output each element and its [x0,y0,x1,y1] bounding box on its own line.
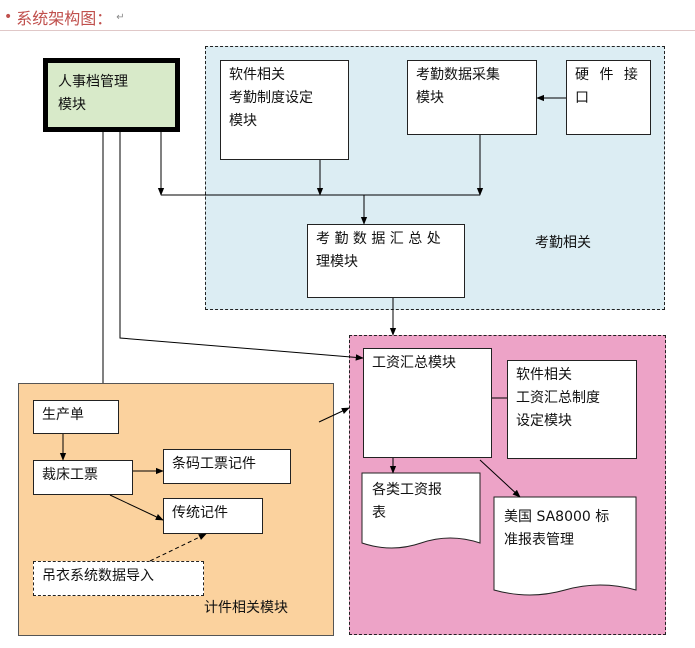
payroll-reports-document: 各类工资报 表 [372,482,442,521]
attendance-rule-module: 软件相关 考勤制度设定 模块 [220,60,349,160]
import-to-traditional-dashed-arrow [149,533,207,562]
attendance-summary-module: 考 勤 数 据 汇 总 处 理模块 [307,224,465,298]
hardware-interface-module: 硬 件 接 口 [566,60,651,135]
payroll-to-sa8000-arrow [479,459,521,498]
heading-rule [0,30,695,31]
piecework-region-label: 计件相关模块 [204,600,288,616]
hr-archive-module: 人事档管理 模块 [43,58,180,132]
attendance-collection-module: 考勤数据采集 模块 [407,60,537,135]
heading-text: 系统架构图： [16,9,113,28]
cutting-ticket-box: 裁床工票 [33,460,133,495]
attendance-region-label: 考勤相关 [535,235,591,251]
paragraph-mark: ↵ [116,11,125,23]
sa8000-report-document: 美国 SA8000 标 准报表管理 [504,509,610,548]
sa8000-document-shape [493,496,637,596]
payroll-rule-module: 软件相关 工资汇总制度 设定模块 [507,360,637,459]
heading-bullet: • [4,9,13,25]
piecework-to-payroll-arrow [318,407,350,423]
barcode-ticket-box: 条码工票记件 [163,449,291,484]
diagram-heading: • 系统架构图： ↵ [4,6,125,28]
hr-to-payroll-line [119,132,364,361]
cutting-to-traditional-arrow [109,494,164,521]
hanger-import-box: 吊衣系统数据导入 [33,561,204,596]
payroll-summary-module: 工资汇总模块 [363,348,492,458]
traditional-piecework-box: 传统记件 [163,498,263,534]
production-order-box: 生产单 [33,400,119,434]
payroll-reports-document-shape [361,472,481,549]
